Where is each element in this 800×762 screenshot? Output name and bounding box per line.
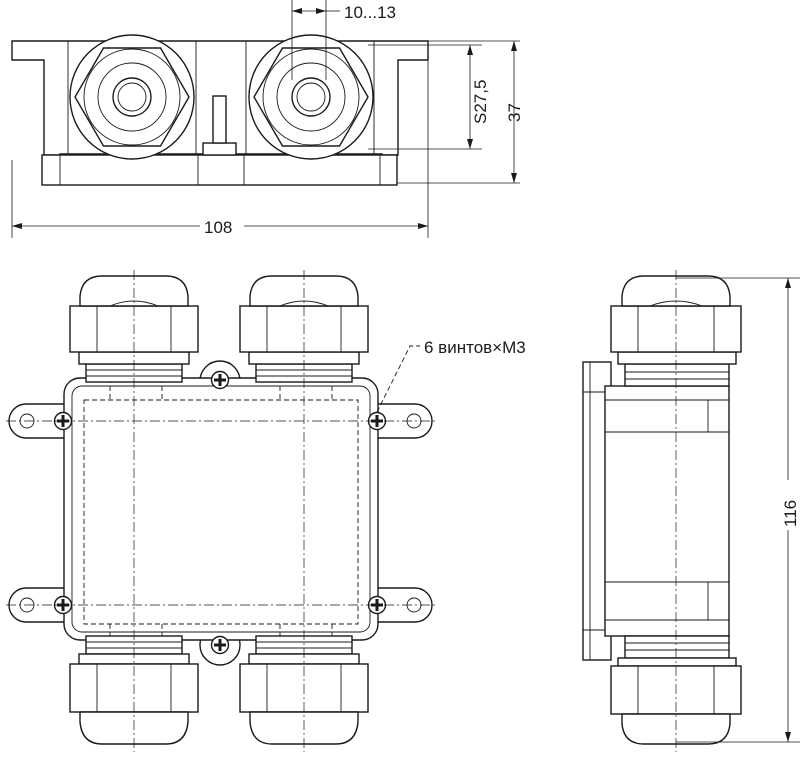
cable-range-label: 10...13 — [344, 3, 396, 22]
top-view: 10...13 S27,5 37 108 — [11, 0, 524, 238]
front-view: 6 винтов×M3 — [6, 270, 526, 752]
side-view: 116 — [582, 270, 800, 752]
gland-left-top — [69, 34, 195, 160]
box-body — [63, 377, 379, 641]
length-label: 116 — [781, 500, 800, 527]
screws-callout: 6 винтов×M3 — [424, 338, 526, 357]
screw-icon — [210, 370, 230, 390]
screw-icon — [210, 635, 230, 655]
width-label: 108 — [204, 218, 232, 237]
gland-right-top — [248, 34, 374, 160]
height-label: 37 — [505, 103, 524, 122]
nut-size-label: S27,5 — [471, 80, 490, 124]
